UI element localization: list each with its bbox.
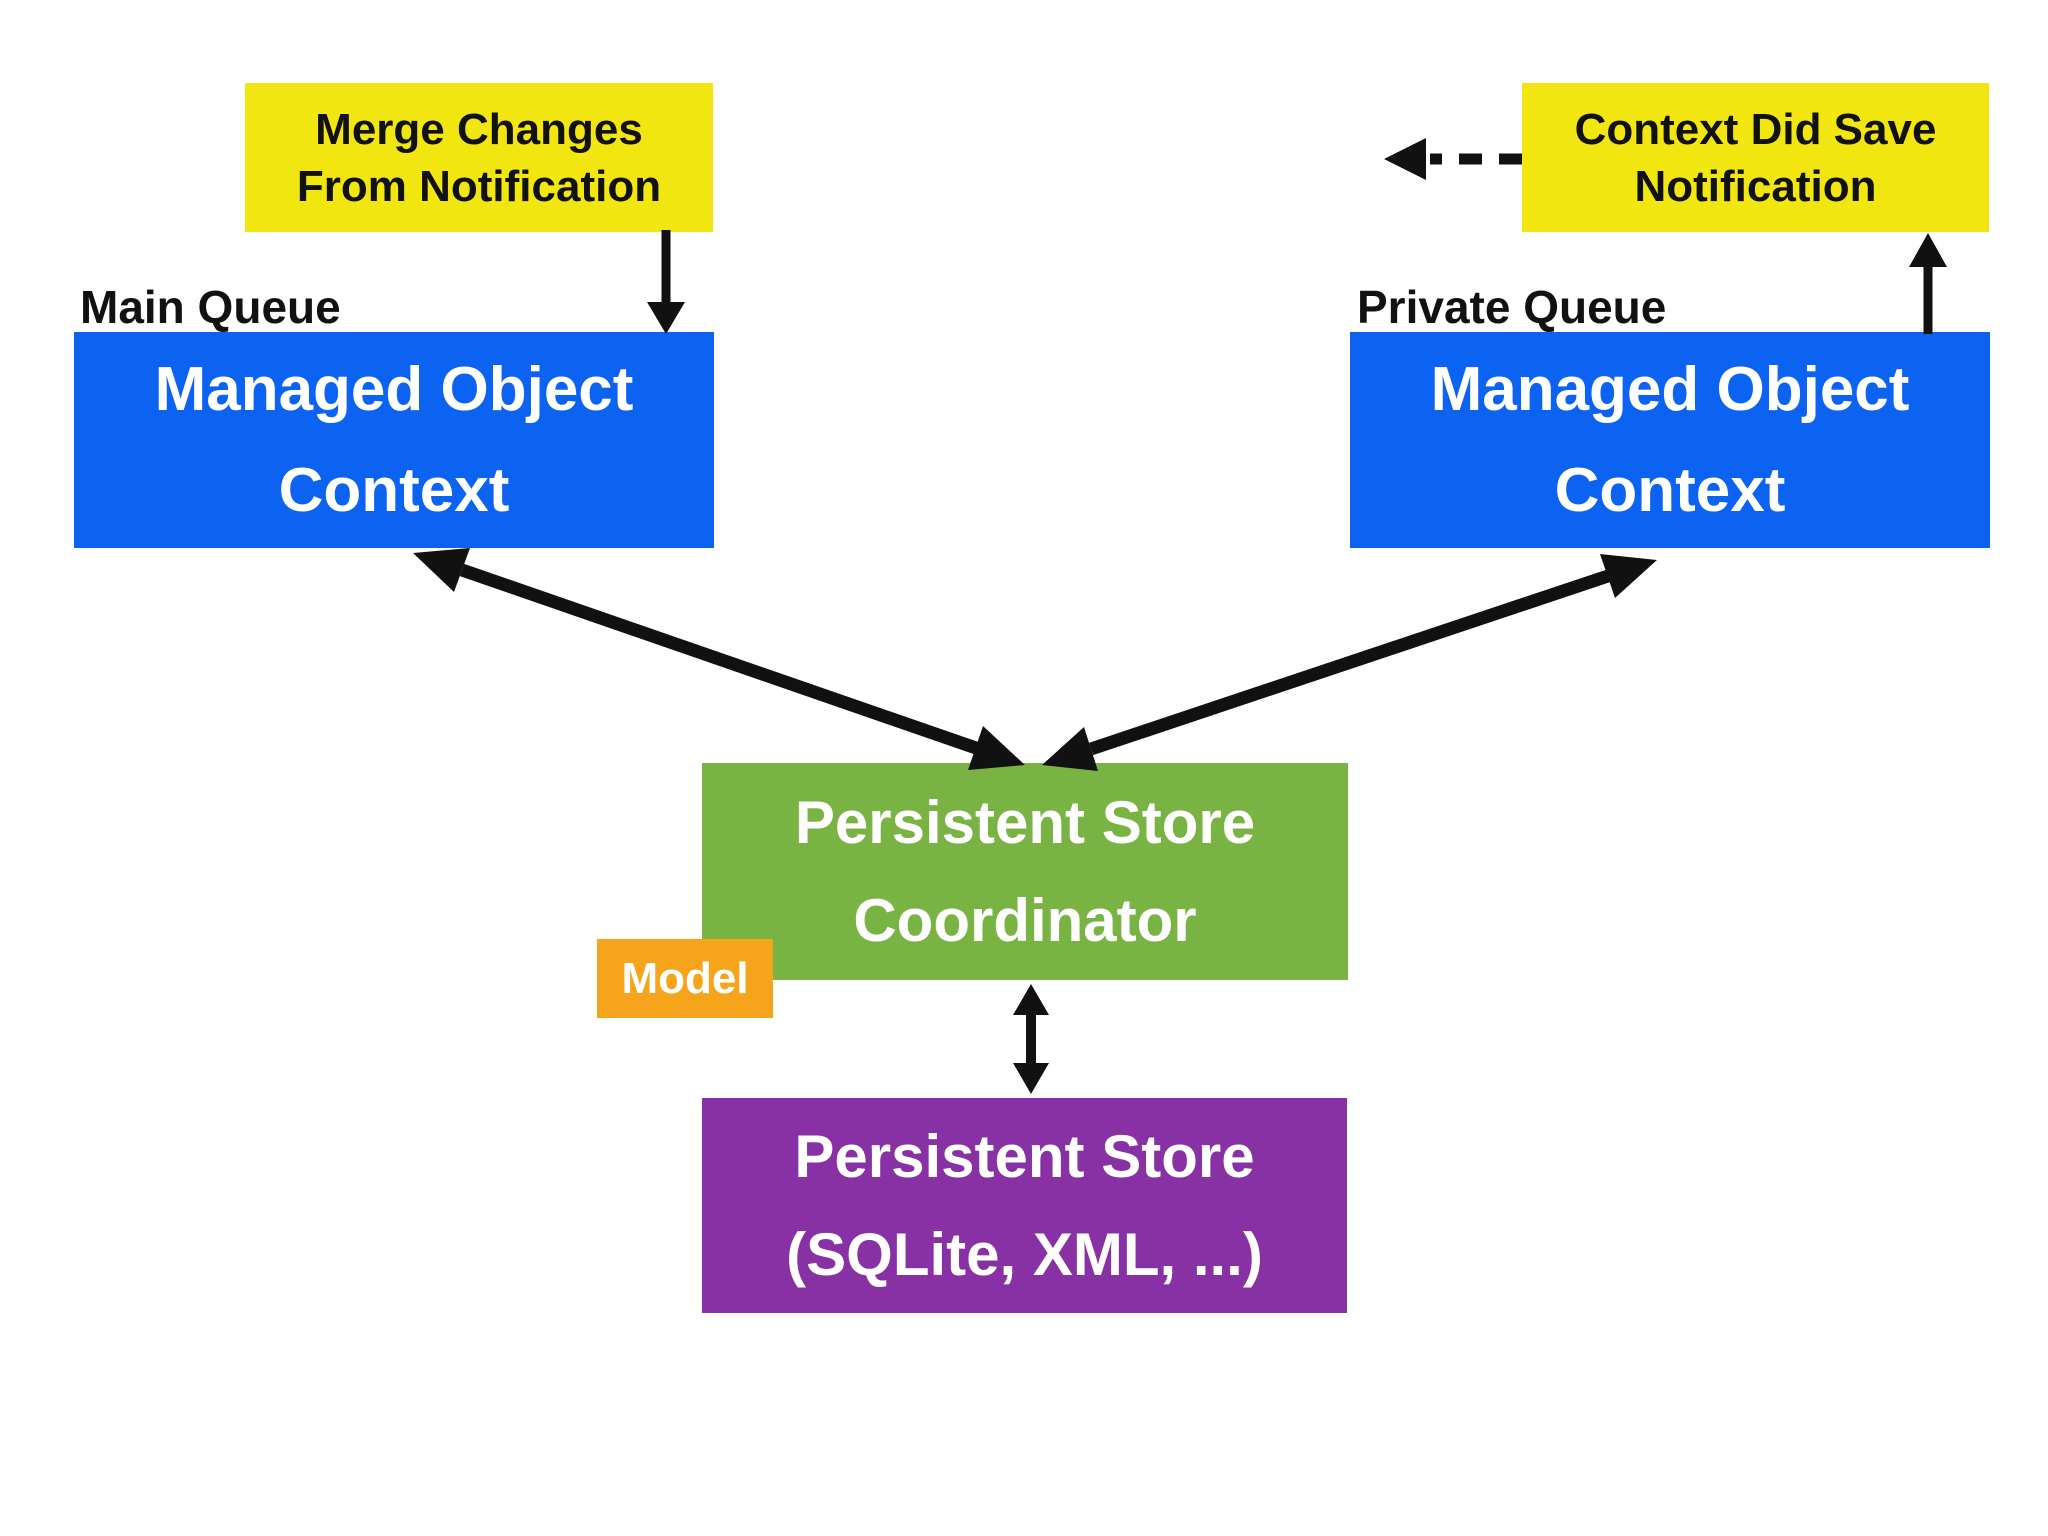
persistent-store-box: Persistent Store (SQLite, XML, ...) [702, 1098, 1347, 1313]
main-moc-psc-arrow [413, 548, 1025, 770]
store-line2: (SQLite, XML, ...) [786, 1220, 1263, 1288]
managed-object-context-main-box: Managed Object Context [74, 332, 714, 548]
didsave-notification-dashed-arrow [1384, 138, 1522, 180]
merge-notification-to-main-moc-arrow [647, 230, 685, 334]
merge-changes-line2: From Notification [296, 161, 662, 211]
main-queue-label: Main Queue [80, 281, 341, 333]
private-moc-to-didsave-notification-arrow [1909, 233, 1947, 334]
psc-store-arrow [1013, 984, 1049, 1094]
managed-object-context-private-box: Managed Object Context [1350, 332, 1990, 548]
merge-changes-notification-box: Merge Changes From Notification [245, 83, 713, 232]
model-label: Model [621, 953, 749, 1003]
context-did-save-line2: Notification [1634, 161, 1877, 211]
moc-main-line1: Managed Object [154, 355, 634, 424]
moc-main-line2: Context [278, 456, 510, 525]
context-did-save-notification-box: Context Did Save Notification [1522, 83, 1989, 232]
psc-line1: Persistent Store [794, 788, 1256, 856]
store-line1: Persistent Store [794, 1122, 1255, 1190]
private-queue-label: Private Queue [1357, 281, 1667, 333]
moc-private-line1: Managed Object [1430, 355, 1910, 424]
context-did-save-line1: Context Did Save [1574, 104, 1937, 154]
model-box: Model [597, 939, 773, 1018]
persistent-store-coordinator-box: Persistent Store Coordinator [702, 763, 1348, 980]
moc-private-line2: Context [1554, 456, 1786, 525]
psc-line2: Coordinator [853, 886, 1197, 954]
merge-changes-line1: Merge Changes [315, 104, 643, 154]
private-moc-psc-arrow [1042, 554, 1657, 771]
